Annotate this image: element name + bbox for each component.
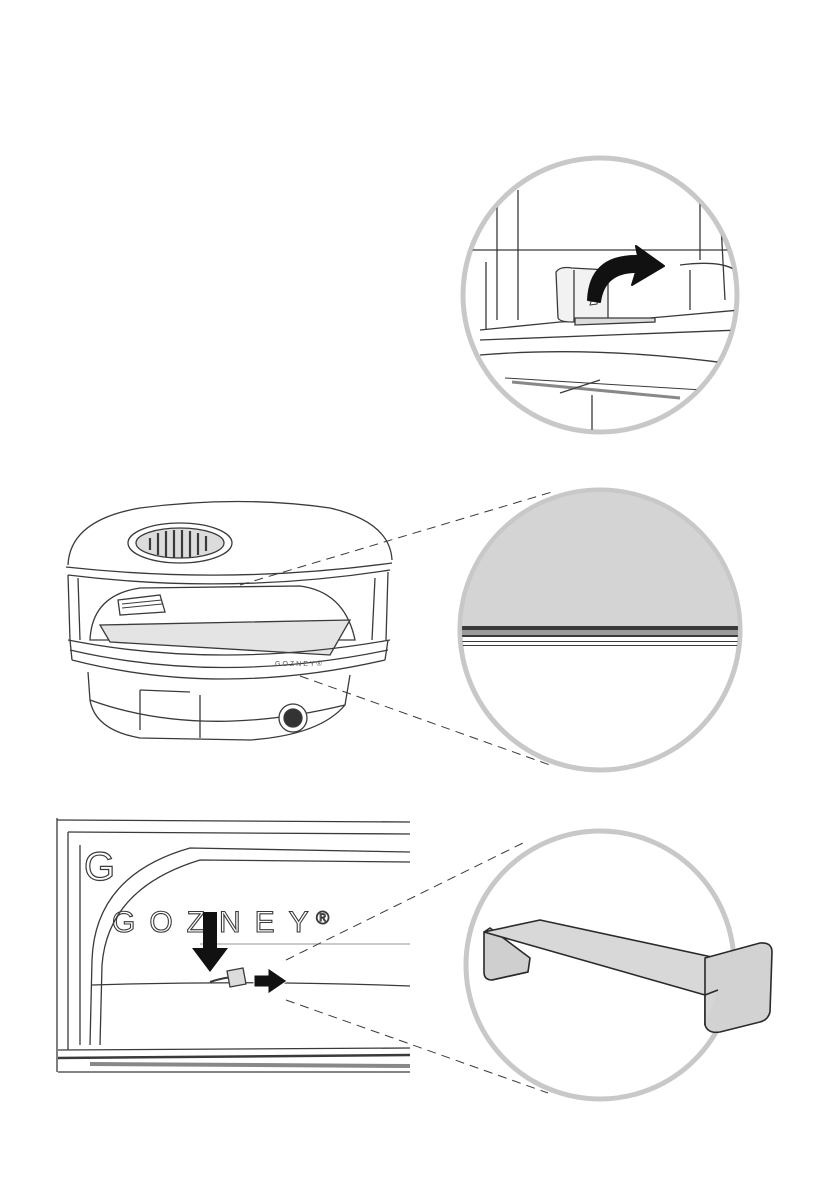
oven-brand-label: GOZNEY® xyxy=(275,660,324,668)
detail-circle-3 xyxy=(466,831,772,1099)
detail-circle-1 xyxy=(463,158,740,432)
registered-mark: ® xyxy=(316,908,329,928)
gozney-wordmark: GOZNEY xyxy=(112,906,323,939)
right-arrow-icon xyxy=(254,968,287,994)
oven-illustration xyxy=(66,502,392,741)
gozney-monogram: G xyxy=(84,845,115,889)
oven-front-panel: G GOZNEY ® xyxy=(57,818,410,1072)
detail-circle-2 xyxy=(460,485,750,770)
